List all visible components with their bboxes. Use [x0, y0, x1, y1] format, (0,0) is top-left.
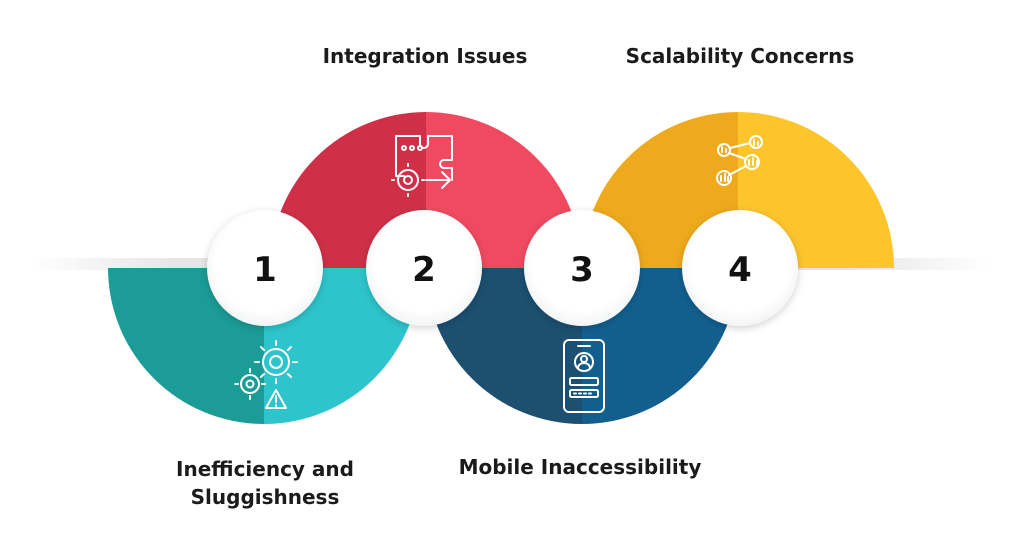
step-4-number: 4 [728, 250, 752, 290]
gears-warning-icon [234, 340, 298, 409]
step-4-title: Scalability Concerns [625, 44, 855, 68]
step-3-marker [524, 210, 640, 326]
step-1-title-line-2: Sluggishness [190, 485, 340, 509]
puzzle-gear-arrow-icon [391, 135, 453, 197]
step-3-number: 3 [570, 250, 594, 290]
scaling-nodes-icon [716, 135, 763, 186]
step-2-number: 2 [412, 250, 436, 290]
step-1-title: Inefficiency and Sluggishness [140, 455, 390, 511]
step-2-title: Integration Issues [322, 44, 528, 68]
step-4-marker [682, 210, 798, 326]
step-1-marker [207, 210, 323, 326]
mobile-login-icon [563, 339, 605, 413]
step-1-title-line-1: Inefficiency and [176, 457, 354, 481]
step-1-number: 1 [253, 250, 277, 290]
step-3-title: Mobile Inaccessibility [458, 455, 702, 479]
step-2-marker [366, 210, 482, 326]
